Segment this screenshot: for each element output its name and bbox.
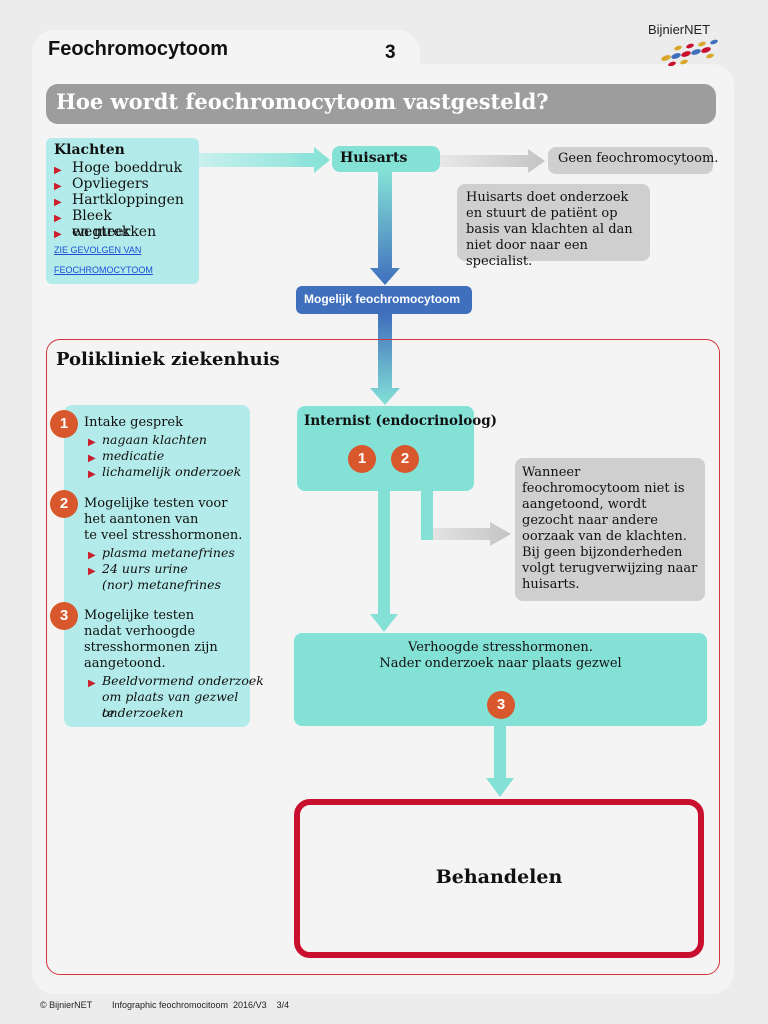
bullet-triangle-icon: ▶ [54,213,62,224]
question-banner [46,84,716,124]
internist-box [297,406,474,491]
huisarts-box [332,146,440,172]
verhoogde-stresshormonen-text: Verhoogde stresshormonen.Nader onderzoek… [379,640,622,671]
footer-text: © BijnierNET Infographic feochromocitoom… [40,1000,290,1010]
bullet-triangle-icon: ▶ [88,678,96,689]
arrow-verhoogd-behandelen [486,726,514,797]
step-3-subs: ▶Beeldvormend onderzoek om plaats van ge… [88,673,264,720]
internist-badge-2: 2 [391,445,419,473]
behandelen-box [294,799,704,958]
internist-badge-1: 1 [348,445,376,473]
list-item: ▶Bleek wegtrekken [54,208,157,240]
step-2-subs: ▶plasma metanefrines ▶24 uurs urine (nor… [88,545,235,592]
bullet-triangle-icon: ▶ [54,229,62,240]
step-badge-2: 2 [50,490,78,518]
bullet-triangle-icon: ▶ [54,197,62,208]
niet-aangetoond-text: Wanneer feochromocytoom niet is aangetoo… [522,465,698,592]
mogelijk-feochromocytoom-label: Mogelijk feochromocytoom [304,292,461,306]
step-badge-3: 3 [50,602,78,630]
list-item: ▶Hoge boeddruk [54,160,199,176]
bullet-triangle-icon: ▶ [54,165,62,176]
list-item: ▶Opvliegers [54,176,199,192]
arrow-huisarts-geen [440,149,545,173]
arrow-klachten-huisarts [199,147,330,173]
step-1-text: Intake gesprek [84,415,183,430]
klachten-list: ▶Hoge boeddruk ▶Opvliegers ▶Hartklopping… [54,160,199,240]
bijniernet-logo: BijnierNET [648,22,728,66]
bullet-triangle-icon: ▶ [88,550,96,561]
bullet-triangle-icon: ▶ [54,181,62,192]
page-title: Feochromocytoom [48,38,229,60]
list-item: ▶Hartkloppingen [54,192,199,208]
polikliniek-title: Polikliniek ziekenhuis [56,349,280,370]
bullet-triangle-icon: ▶ [88,469,96,480]
arrow-huisarts-mogelijk [370,172,400,285]
step-badge-1: 1 [50,410,78,438]
banner-text: Hoe wordt feochromocytoom vastgesteld? [56,89,549,114]
bullet-triangle-icon: ▶ [88,566,96,577]
geen-feochromocytoom-text: Geen feochromocytoom. [558,151,719,166]
klachten-box [46,138,199,284]
logo-dots-icon [661,39,718,66]
page-number: 3 [385,42,396,63]
behandelen-label: Behandelen [435,866,563,888]
steps-panel [64,405,250,727]
bullet-triangle-icon: ▶ [88,453,96,464]
niet-aangetoond-box [515,458,705,601]
internist-title: Internist (endocrinoloog) [304,413,498,429]
huisarts-label: Huisarts [340,150,408,166]
verhoogd-badge-3: 3 [487,691,515,719]
arrow-internist-verhoogd [370,491,398,632]
polikliniek-frame [46,339,720,975]
step-1-subs: ▶nagaan klachten ▶medicatie ▶lichamelijk… [88,432,248,480]
logo-text: BijnierNET [648,22,711,37]
list-item: ▶en meer [54,224,199,240]
bullet-triangle-icon: ▶ [88,437,96,448]
arrow-internist-wanneer [421,491,511,546]
huisarts-info-text: Huisarts doet onderzoek en stuurt de pat… [466,190,633,269]
huisarts-info-box [457,184,650,261]
mogelijk-feochromocytoom-box [296,286,472,314]
arrow-mogelijk-internist [370,314,400,405]
geen-feochromocytoom-box [548,147,713,174]
klachten-title: Klachten [54,142,125,158]
